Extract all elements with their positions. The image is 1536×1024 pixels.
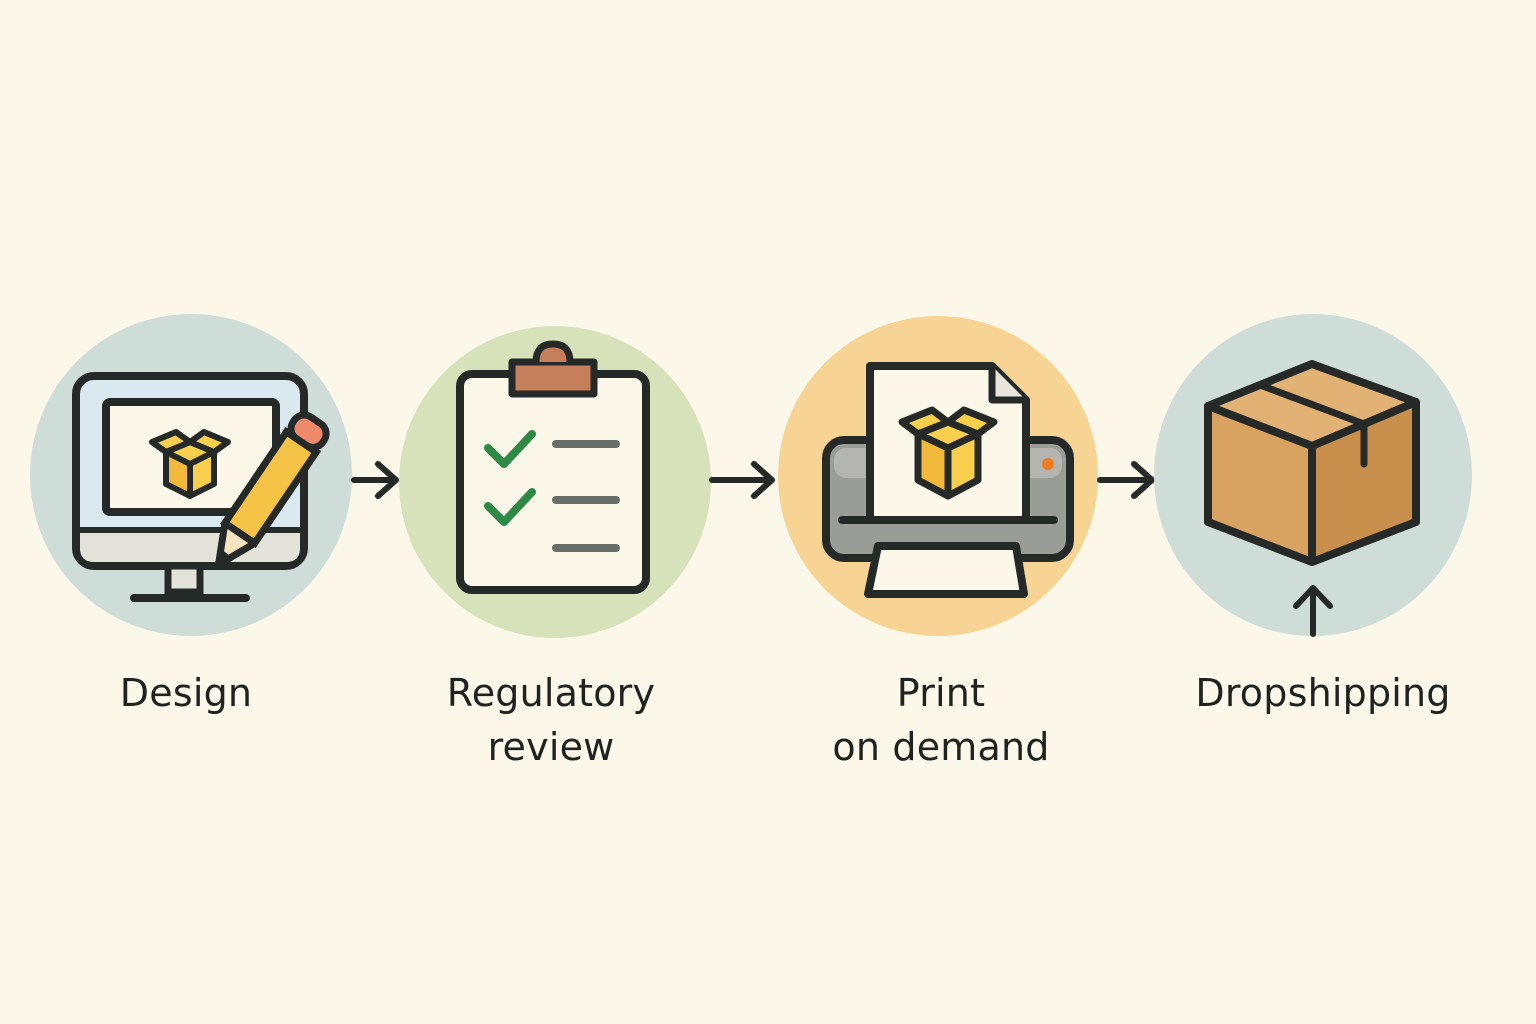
arrow-right-icon xyxy=(1097,461,1155,499)
step-label-line: Regulatory xyxy=(446,671,656,715)
printer-icon xyxy=(822,362,1074,598)
clipboard-checklist-icon xyxy=(456,340,650,594)
computer-pencil-icon xyxy=(72,372,330,602)
arrow-right-icon xyxy=(351,461,399,499)
cardboard-box-icon xyxy=(1204,360,1420,566)
step-label-ship: Dropshipping xyxy=(1170,666,1476,720)
step-label-line: Dropshipping xyxy=(1195,671,1451,715)
step-label-print: Print on demand xyxy=(800,666,1082,774)
arrow-up-icon xyxy=(1293,585,1333,637)
step-label-line: on demand xyxy=(832,725,1050,769)
step-label-line: Print xyxy=(896,671,986,715)
step-label-line: Design xyxy=(119,671,253,715)
step-label-review: Regulatory review xyxy=(420,666,682,774)
step-label-line: review xyxy=(487,725,615,769)
arrow-right-icon xyxy=(709,461,775,499)
step-label-design: Design xyxy=(76,666,296,720)
